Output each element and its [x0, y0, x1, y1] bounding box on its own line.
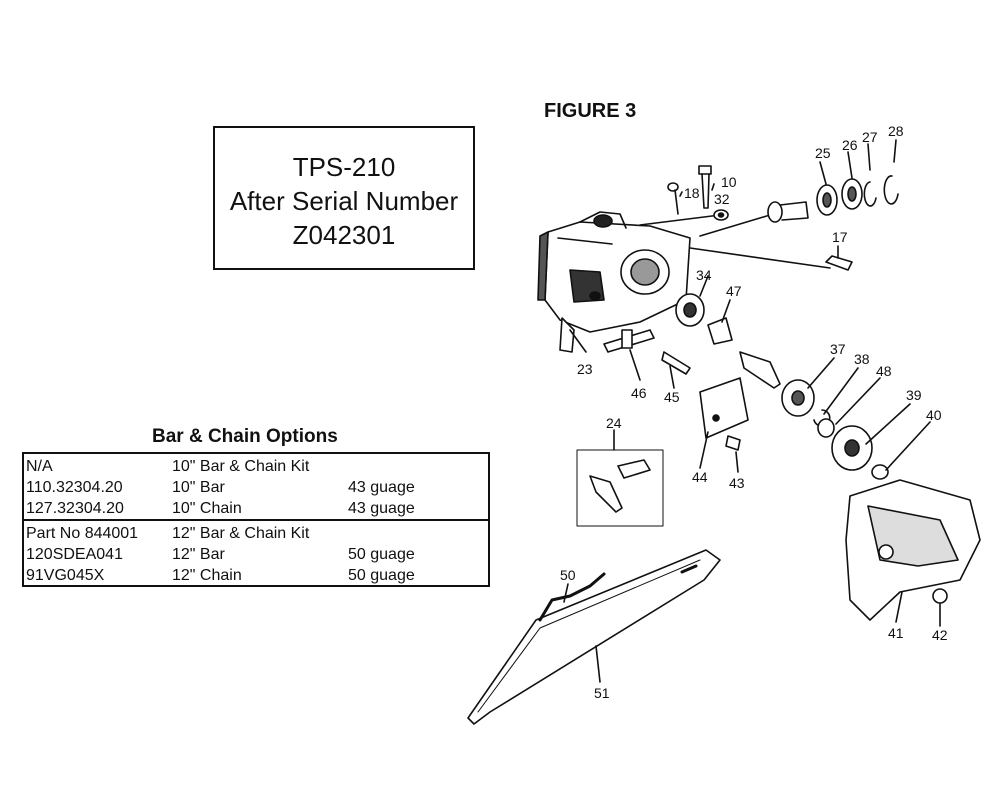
- callout-46: 46: [631, 385, 647, 401]
- callout-32: 32: [714, 191, 730, 207]
- part-number-cell: Part No 844001: [26, 525, 139, 542]
- callout-24: 24: [606, 415, 622, 431]
- description-cell: 10" Bar: [172, 479, 225, 496]
- part-number-cell: 91VG045X: [26, 567, 105, 584]
- bolt-part: [698, 165, 712, 209]
- callout-17: 17: [832, 229, 848, 245]
- part-number-cell: 127.32304.20: [26, 500, 124, 517]
- callout-50: 50: [560, 567, 576, 583]
- gear-housing-part: [537, 211, 691, 353]
- callout-43: 43: [729, 475, 745, 491]
- serial-number: Z042301: [292, 220, 396, 250]
- description-cell: 12" Chain: [172, 567, 242, 584]
- callout-18: 18: [684, 185, 700, 201]
- serial-caption: After Serial Number: [229, 186, 459, 216]
- callout-10: 10: [721, 174, 737, 190]
- callout-39: 39: [906, 387, 922, 403]
- options-table-title: Bar & Chain Options: [152, 426, 338, 447]
- part-number-cell: 120SDEA041: [26, 546, 123, 563]
- description-cell: 10" Bar & Chain Kit: [172, 458, 310, 475]
- callout-47: 47: [726, 283, 742, 299]
- gauge-cell: 50 guage: [348, 546, 415, 563]
- figure-title: FIGURE 3: [544, 100, 637, 122]
- callout-41: 41: [888, 625, 904, 641]
- model-info-box: TPS-210 After Serial Number Z042301: [213, 126, 475, 270]
- options-group-12in: Part No 844001 12" Bar & Chain Kit 120SD…: [24, 519, 488, 586]
- options-group-10in: N/A 10" Bar & Chain Kit 110.32304.20 10"…: [24, 454, 488, 519]
- gauge-cell: 43 guage: [348, 479, 415, 496]
- callout-27: 27: [862, 129, 878, 145]
- callout-28: 28: [888, 123, 904, 139]
- callout-51: 51: [594, 685, 610, 701]
- part-number-cell: N/A: [26, 458, 53, 475]
- model-number: TPS-210: [292, 152, 396, 182]
- callout-26: 26: [842, 137, 858, 153]
- part-number-cell: 110.32304.20: [26, 479, 123, 496]
- shaft-part: [767, 201, 809, 223]
- callout-40: 40: [926, 407, 942, 423]
- gauge-cell: 43 guage: [348, 500, 415, 517]
- callout-34: 34: [696, 267, 712, 283]
- callout-44: 44: [692, 469, 708, 485]
- bar-chain-options-table: N/A 10" Bar & Chain Kit 110.32304.20 10"…: [22, 452, 490, 587]
- description-cell: 12" Bar: [172, 546, 225, 563]
- gauge-cell: 50 guage: [348, 567, 415, 584]
- screw-part: [667, 182, 679, 215]
- callout-23: 23: [577, 361, 593, 377]
- description-cell: 10" Chain: [172, 500, 242, 517]
- callout-37: 37: [830, 341, 846, 357]
- callout-42: 42: [932, 627, 948, 643]
- callout-38: 38: [854, 351, 870, 367]
- callout-48: 48: [876, 363, 892, 379]
- description-cell: 12" Bar & Chain Kit: [172, 525, 310, 542]
- callout-25: 25: [815, 145, 831, 161]
- callout-45: 45: [664, 389, 680, 405]
